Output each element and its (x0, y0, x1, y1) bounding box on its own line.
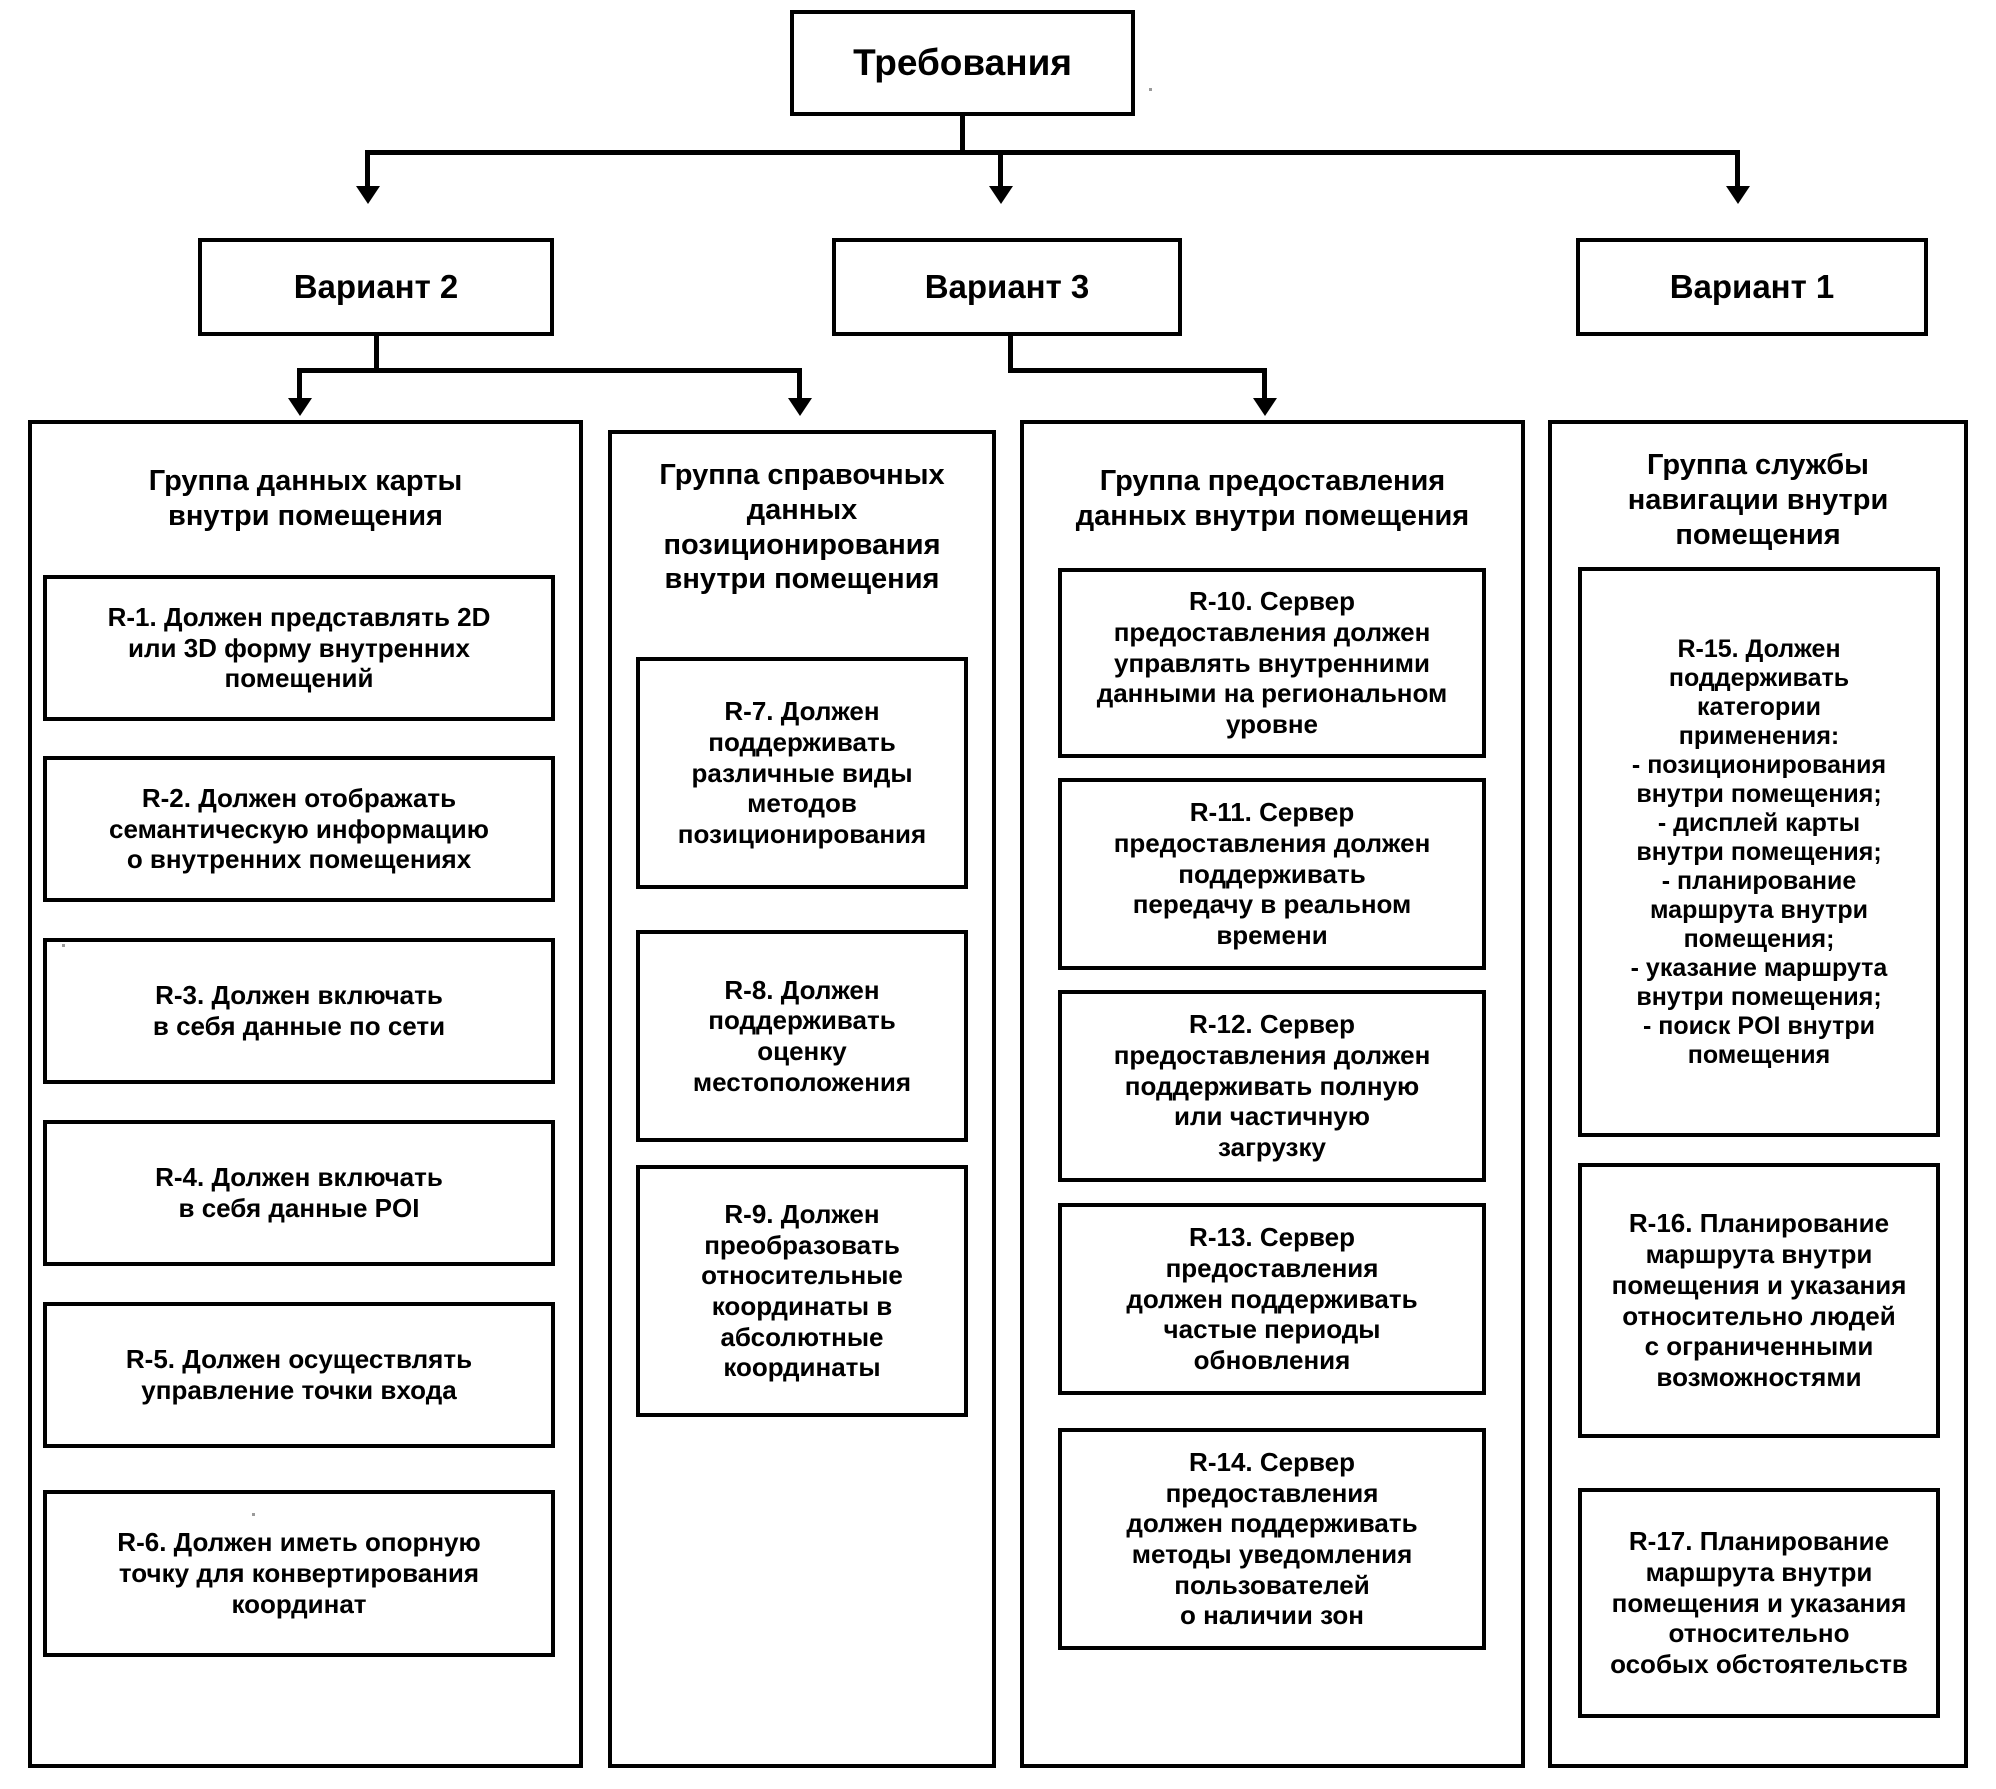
requirement-R-9-text: R-9. Должен преобразовать относительные … (701, 1198, 903, 1383)
requirement-R-6-text: R-6. Должен иметь опорную точку для конв… (117, 1527, 481, 1619)
requirement-R-2-text: R-2. Должен отображать семантическую инф… (109, 782, 489, 875)
connector-variant-2-to-group-2 (797, 368, 802, 405)
group-indoor-data-provision-title: Группа предоставления данных внутри поме… (1075, 465, 1470, 532)
connector-root-bus (365, 150, 1735, 155)
arrow-to-group-positioning-reference (788, 398, 812, 416)
requirement-R-14[interactable]: R-14. Сервер предоставления должен подде… (1058, 1428, 1486, 1650)
requirement-R-1-text: R-1. Должен представлять 2D или 3D форму… (107, 601, 491, 694)
connector-to-variant-2 (365, 150, 370, 195)
requirement-R-12-text: R-12. Сервер предоставления должен подде… (1113, 1009, 1431, 1162)
connector-root-down (960, 116, 965, 152)
requirement-R-15-text: R-15. Должен поддерживать категории прим… (1630, 634, 1888, 1069)
requirement-R-7[interactable]: R-7. Должен поддерживать различные виды … (636, 657, 968, 889)
requirement-R-4-text: R-4. Должен включать в себя данные POI (155, 1162, 443, 1223)
requirement-R-11-text: R-11. Сервер предоставления должен подде… (1113, 797, 1431, 950)
root-node-requirements[interactable]: Требования (790, 10, 1135, 116)
connector-variant-3-to-group-3 (1262, 368, 1267, 405)
connector-variant-3-down (1008, 336, 1013, 370)
requirement-R-2[interactable]: R-2. Должен отображать семантическую инф… (43, 756, 555, 902)
requirement-R-1[interactable]: R-1. Должен представлять 2D или 3D форму… (43, 575, 555, 721)
variant-node-2-label: Вариант 2 (293, 267, 459, 305)
requirement-R-5-text: R-5. Должен осуществлять управление точк… (125, 1344, 473, 1405)
requirement-R-3[interactable]: R-3. Должен включать в себя данные по се… (43, 938, 555, 1084)
arrow-to-variant-2 (356, 186, 380, 204)
requirement-R-12[interactable]: R-12. Сервер предоставления должен подде… (1058, 990, 1486, 1182)
root-node-label: Требования (853, 41, 1072, 83)
requirement-R-16-text: R-16. Планирование маршрута внутри помещ… (1611, 1208, 1907, 1392)
requirement-R-13[interactable]: R-13. Сервер предоставления должен подде… (1058, 1203, 1486, 1395)
arrow-to-variant-1 (1726, 186, 1750, 204)
connector-variant-2-to-group-1 (297, 368, 302, 405)
connector-to-variant-3 (998, 150, 1003, 195)
requirement-R-17[interactable]: R-17. Планирование маршрута внутри помещ… (1578, 1488, 1940, 1718)
requirement-R-16[interactable]: R-16. Планирование маршрута внутри помещ… (1578, 1163, 1940, 1438)
requirement-R-10-text: R-10. Сервер предоставления должен управ… (1096, 586, 1448, 739)
requirement-R-6[interactable]: R-6. Должен иметь опорную точку для конв… (43, 1490, 555, 1657)
group-indoor-navigation-service-title: Группа службы навигации внутри помещения (1627, 449, 1889, 551)
variant-node-2[interactable]: Вариант 2 (198, 238, 554, 336)
arrow-to-group-data-provision (1253, 398, 1277, 416)
requirement-R-15[interactable]: R-15. Должен поддерживать категории прим… (1578, 567, 1940, 1137)
variant-node-1-label: Вариант 1 (1669, 267, 1835, 305)
connector-to-variant-1 (1735, 150, 1740, 195)
requirement-R-7-text: R-7. Должен поддерживать различные виды … (677, 696, 927, 849)
arrow-to-group-indoor-map-data (288, 398, 312, 416)
connector-variant-2-bus (297, 368, 802, 373)
connector-variant-2-down (374, 336, 379, 370)
requirement-R-5[interactable]: R-5. Должен осуществлять управление точк… (43, 1302, 555, 1448)
connector-variant-3-bus (1008, 368, 1265, 373)
requirement-R-10[interactable]: R-10. Сервер предоставления должен управ… (1058, 568, 1486, 758)
scan-artifact (62, 944, 65, 947)
requirement-R-8[interactable]: R-8. Должен поддерживать оценку местопол… (636, 930, 968, 1142)
requirement-R-8-text: R-8. Должен поддерживать оценку местопол… (692, 974, 912, 1097)
requirement-R-11[interactable]: R-11. Сервер предоставления должен подде… (1058, 778, 1486, 970)
scan-artifact (252, 1513, 255, 1516)
variant-node-3[interactable]: Вариант 3 (832, 238, 1182, 336)
variant-node-1[interactable]: Вариант 1 (1576, 238, 1928, 336)
group-indoor-positioning-reference-data-title: Группа справочных данных позиционировани… (659, 459, 945, 596)
requirement-R-13-text: R-13. Сервер предоставления должен подде… (1126, 1222, 1418, 1375)
variant-node-3-label: Вариант 3 (924, 267, 1090, 305)
group-indoor-map-data-title: Группа данных карты внутри помещения (148, 465, 463, 532)
requirement-R-3-text: R-3. Должен включать в себя данные по се… (152, 980, 446, 1041)
scan-artifact (1149, 88, 1152, 91)
requirement-R-14-text: R-14. Сервер предоставления должен подде… (1126, 1446, 1418, 1631)
requirement-R-4[interactable]: R-4. Должен включать в себя данные POI (43, 1120, 555, 1266)
arrow-to-variant-3 (989, 186, 1013, 204)
requirement-R-9[interactable]: R-9. Должен преобразовать относительные … (636, 1165, 968, 1417)
requirement-R-17-text: R-17. Планирование маршрута внутри помещ… (1610, 1526, 1908, 1679)
